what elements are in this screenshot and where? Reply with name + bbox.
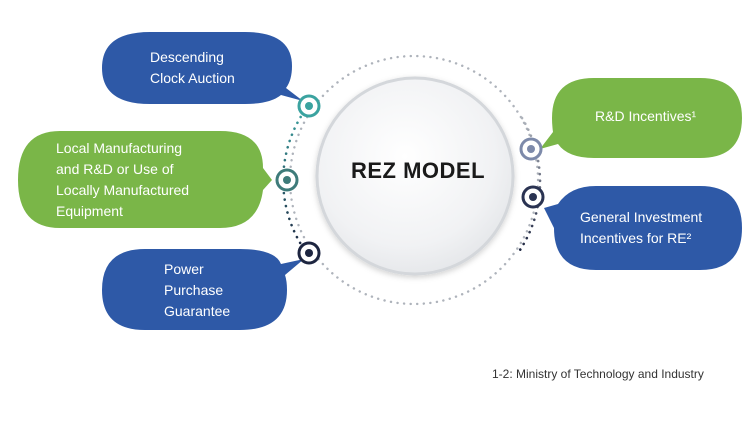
footnote: 1-2: Ministry of Technology and Industry	[492, 367, 704, 381]
bubble-general-investment-label: General Investment Incentives for RE²	[580, 209, 703, 246]
marker-navy-node-left	[297, 241, 321, 265]
bubble-shape-rd-incentives	[540, 78, 742, 158]
marker-navy-node-right	[521, 185, 545, 209]
marker-slate-node	[519, 137, 543, 161]
bubble-shape-clock-auction	[102, 32, 303, 104]
bubble-shape-local-manufacturing	[18, 131, 272, 228]
bubble-local-manufacturing-label: Local Manufacturing and R&D or Use of Lo…	[56, 140, 190, 219]
bubble-shape-power-purchase	[102, 249, 304, 330]
bubble-clock-auction: Descending Clock Auction	[150, 36, 290, 100]
bubble-power-purchase-label: Power Purchase Guarantee	[164, 260, 231, 319]
bubble-clock-auction-label: Descending Clock Auction	[150, 49, 235, 86]
marker-teal-node	[297, 94, 321, 118]
bubble-shape-general-investment	[544, 186, 742, 270]
bubble-general-investment: General Investment Incentives for RE²	[580, 204, 740, 252]
bubble-rd-incentives-label: R&D Incentives¹	[595, 107, 697, 124]
bubble-power-purchase: Power Purchase Guarantee	[164, 254, 284, 326]
marker-green-node	[275, 168, 299, 192]
center-title: REZ MODEL	[350, 158, 486, 183]
bubble-rd-incentives: R&D Incentives¹	[595, 98, 740, 134]
center-circle	[315, 76, 515, 276]
bubble-local-manufacturing: Local Manufacturing and R&D or Use of Lo…	[56, 134, 266, 226]
